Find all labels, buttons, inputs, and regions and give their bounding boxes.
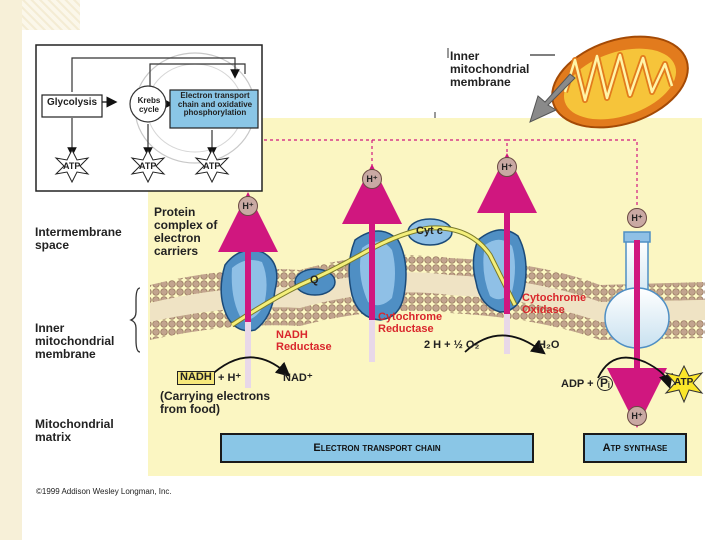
nadh-reductase-label: NADH Reductase	[276, 329, 332, 353]
water-label: H₂O	[538, 339, 560, 351]
inset-krebs-label: Krebs cycle	[137, 96, 161, 114]
matrix-label: Mitochondrial matrix	[35, 417, 114, 444]
q-label: Q	[310, 274, 319, 286]
h-ion-1: H⁺	[238, 196, 258, 216]
inset-atp-mid: ATP	[139, 161, 157, 171]
page-left-strip	[0, 0, 22, 540]
atp-output-label: ATP	[674, 377, 694, 388]
atp-synthase-bar: Atp synthase	[583, 433, 687, 463]
inner-membrane-top-label: Inner mitochondrial membrane	[450, 49, 530, 89]
mitochondrion-illustration	[551, 35, 689, 129]
etc-bar-label: Electron transport chain	[313, 442, 441, 454]
inset-atp-stars	[54, 148, 230, 184]
atp-output-star	[664, 364, 704, 404]
carrying-electrons-label: (Carrying electrons from food)	[160, 389, 271, 416]
inset-atp-right: ATP	[203, 161, 221, 171]
cytochrome-oxidase-label: Cytochrome Oxidase	[522, 292, 587, 316]
electron-transport-chain-bar: Electron transport chain	[220, 433, 534, 463]
h-ion-3: H⁺	[497, 157, 517, 177]
adp-label: ADP +	[561, 378, 594, 390]
inset-etc-label: Electron transport chain and oxidative p…	[177, 91, 253, 118]
phosphate-label: Pᵢ	[597, 376, 613, 391]
nadh-label: NADH	[177, 371, 215, 385]
nad-label: NAD⁺	[283, 372, 313, 384]
h-ion-4: H⁺	[627, 208, 647, 228]
synthase-bar-label: Atp synthase	[602, 442, 668, 454]
plus-h-label: + H⁺	[218, 372, 242, 384]
water-equation-label: 2 H + ½ O₂	[424, 339, 480, 351]
cytochrome-reductase-label: Cytochrome Reductase	[378, 311, 443, 335]
copyright-text: ©1999 Addison Wesley Longman, Inc.	[36, 487, 172, 496]
cyt-c-label: Cyt c	[416, 225, 443, 237]
inner-membrane-side-label: Inner mitochondrial membrane	[35, 321, 115, 361]
intermembrane-space-label: Intermembrane space	[35, 225, 122, 252]
protein-complex-label: Protein complex of electron carriers	[154, 205, 218, 258]
h-ion-5: H⁺	[627, 406, 647, 426]
lipid-bilayer	[150, 254, 705, 340]
inset-glycolysis-label: Glycolysis	[47, 97, 98, 108]
h-ion-2: H⁺	[362, 169, 382, 189]
inset-atp-left: ATP	[63, 161, 81, 171]
